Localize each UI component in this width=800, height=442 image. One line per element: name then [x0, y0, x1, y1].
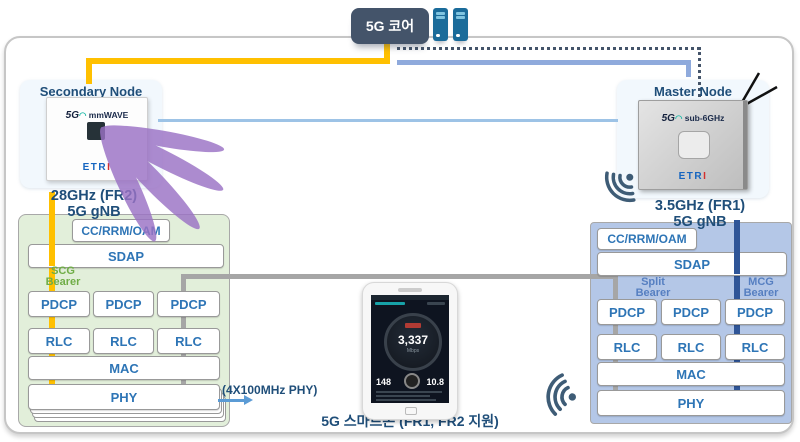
result-row [376, 395, 430, 397]
device-edge [743, 101, 747, 189]
phone-status-bar [371, 295, 449, 300]
core-master-dotted-link [397, 47, 700, 50]
speedtest-gauge: 3,337 Mbps [384, 313, 442, 371]
master-pdcp-box: PDCP [661, 299, 721, 325]
master-rlc-box: RLC [661, 334, 721, 360]
wifi-signal-icon [546, 373, 577, 416]
master-rlc-box: RLC [597, 334, 657, 360]
server-icon [433, 8, 448, 41]
master-sdap-box: SDAP [597, 252, 787, 276]
core-secondary-link-segment [86, 58, 390, 64]
5g-core-box: 5G 코어 [351, 8, 429, 44]
result-row [376, 391, 442, 393]
download-value: 148 [376, 377, 392, 387]
secondary-rlc-box: RLC [28, 328, 90, 354]
5g-smartphone: 3,337 Mbps 148 10.8 [362, 282, 458, 420]
secondary-rlc-box: RLC [93, 328, 154, 354]
secondary-node-title: Secondary Node [39, 84, 143, 99]
result-row [376, 399, 436, 401]
device-face-plate [678, 131, 710, 159]
mcg-bearer-line [734, 252, 740, 274]
scg-bearer-line [49, 244, 55, 266]
master-pdcp-box: PDCP [725, 299, 785, 325]
secondary-mac-box: MAC [28, 356, 220, 380]
speedtest-logo-icon [404, 373, 420, 389]
speedtest-badge [405, 323, 421, 328]
secondary-sdap-box: SDAP [28, 244, 224, 268]
split-bearer-line [181, 274, 618, 279]
phy-output-arrow-head [244, 395, 253, 405]
5g-core-label: 5G 코어 [365, 18, 415, 34]
master-rlc-box: RLC [725, 334, 785, 360]
device-model-label: 5G◠ mmWAVE [65, 110, 129, 121]
etri-logo: ETRI [678, 171, 708, 182]
core-master-solid-link [397, 60, 691, 65]
core-master-dotted-link [698, 47, 701, 97]
master-mac-box: MAC [597, 362, 785, 386]
core-master-solid-link [686, 60, 691, 77]
phy-bandwidth-note: (4X100MHz PHY) [222, 383, 318, 397]
master-node-device: 5G◠ sub-6GHz ETRI [638, 100, 748, 190]
antenna-array-icon [87, 122, 105, 140]
core-secondary-link-segment [86, 58, 92, 84]
speedtest-app-header [375, 302, 405, 305]
device-model-label: 5G◠ sub-6GHz [661, 113, 725, 124]
secondary-pdcp-box: PDCP [157, 291, 220, 317]
phone-home-button [405, 407, 417, 415]
secondary-node-device: 5G◠ mmWAVE ETRI [46, 97, 148, 181]
phone-speaker [398, 288, 422, 292]
secondary-phy-box: PHY [28, 384, 220, 410]
speed-unit: Mbps [406, 348, 420, 354]
server-icon [453, 8, 468, 41]
secondary-node-freq: 28GHz (FR2) [50, 188, 138, 204]
phy-output-arrow [218, 399, 244, 402]
app-menu-icon [427, 302, 445, 305]
phone-screen: 3,337 Mbps 148 10.8 [371, 295, 449, 403]
secondary-pdcp-box: PDCP [28, 291, 90, 317]
antenna-icon [739, 72, 778, 108]
master-node-title: Master Node [653, 84, 733, 99]
speed-value: 3,337 [397, 333, 429, 347]
secondary-rlc-box: RLC [157, 328, 220, 354]
master-phy-box: PHY [597, 390, 785, 416]
secondary-pdcp-box: PDCP [93, 291, 154, 317]
master-cc-rrm-oam-box: CC/RRM/OAM [597, 228, 697, 250]
upload-value: 10.8 [426, 377, 444, 387]
master-pdcp-box: PDCP [597, 299, 657, 325]
master-node-freq: 3.5GHz (FR1) [654, 198, 746, 214]
master-node-role: 5G gNB [673, 214, 727, 230]
internode-link [158, 119, 618, 122]
secondary-node-role: 5G gNB [67, 204, 121, 220]
core-secondary-link-segment [384, 42, 390, 64]
secondary-cc-rrm-oam-box: CC/RRM/OAM [72, 219, 170, 242]
etri-logo: ETRI [82, 162, 112, 173]
core-servers [433, 8, 468, 41]
wifi-signal-icon [604, 171, 636, 203]
